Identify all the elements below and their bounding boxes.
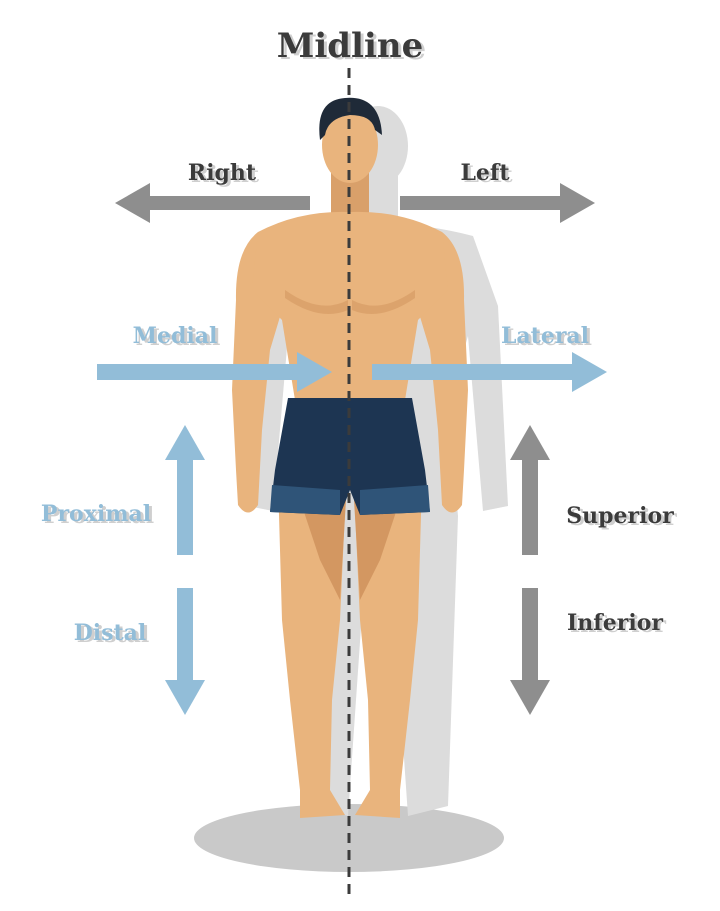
arrow-left xyxy=(400,183,595,223)
arrow-inferior xyxy=(510,588,550,715)
hair xyxy=(319,97,382,140)
label-proximal: Proximal xyxy=(41,501,151,527)
arrow-right xyxy=(115,183,310,223)
label-medial: Medial xyxy=(133,323,218,349)
label-inferior: Inferior xyxy=(567,610,663,636)
right-thigh-shade xyxy=(300,500,346,600)
shorts-hem xyxy=(270,485,430,515)
arrow-proximal xyxy=(165,425,205,555)
torso xyxy=(252,211,448,400)
chest-shade xyxy=(285,290,415,314)
human-figure xyxy=(232,97,468,818)
left-thigh-shade xyxy=(354,500,400,600)
midline-title: Midline xyxy=(277,26,424,66)
arrow-superior xyxy=(510,425,550,555)
label-lateral: Lateral xyxy=(501,323,589,349)
arrow-distal xyxy=(165,588,205,715)
shorts xyxy=(270,398,430,515)
arrow-medial xyxy=(97,352,332,392)
label-distal: Distal xyxy=(74,620,147,646)
arrow-lateral xyxy=(372,352,607,392)
label-superior: Superior xyxy=(566,503,674,529)
label-left: Left xyxy=(460,160,510,186)
label-right: Right xyxy=(188,160,257,186)
